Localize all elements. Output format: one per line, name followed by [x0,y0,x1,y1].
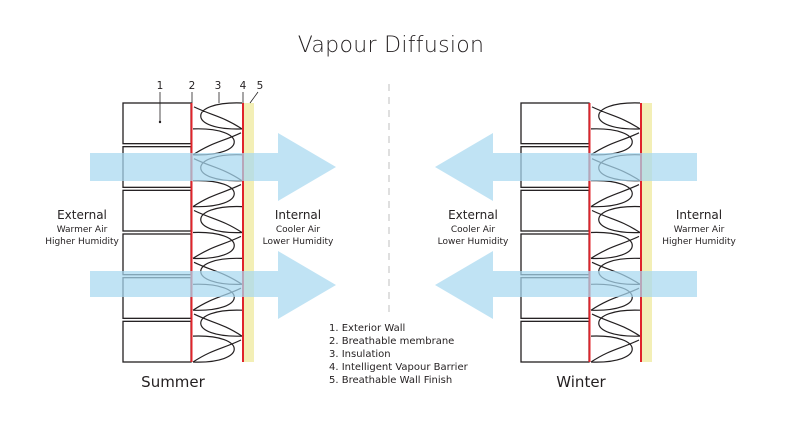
summer-external-line1: Warmer Air [57,225,108,235]
exterior-wall-brick [122,320,192,363]
legend-item-1: 1. Exterior Wall [329,323,405,334]
wall-finish-layer [642,103,652,362]
winter-arrow-top [435,133,697,201]
exterior-wall-brick [520,233,590,276]
callout-2: 2 [189,80,196,92]
summer-external-label: External Warmer Air Higher Humidity [45,208,119,247]
callout-1-dot [158,120,162,124]
winter-label: Winter [556,373,606,391]
wall-finish-layer [244,103,254,362]
exterior-wall-brick [122,233,192,276]
insulation-layer [590,102,641,363]
callout-4: 4 [240,80,247,92]
diagram-title: Vapour Diffusion [298,33,485,58]
winter-external-line1: Cooler Air [451,225,496,235]
callout-3: 3 [215,80,222,92]
legend-item-3: 3. Insulation [329,349,391,360]
summer-external-line2: Higher Humidity [45,237,119,247]
layer-legend: 1. Exterior Wall 2. Breathable membrane … [329,323,469,386]
summer-internal-line1: Cooler Air [276,225,321,235]
summer-internal-label: Internal Cooler Air Lower Humidity [263,208,334,247]
legend-item-5: 5. Breathable Wall Finish [329,375,452,386]
callout-5: 5 [257,80,264,92]
callout-1: 1 [157,80,164,92]
summer-label: Summer [141,373,205,391]
summer-internal-line2: Lower Humidity [263,237,334,247]
winter-wall [520,102,652,363]
summer-arrow-bottom [90,251,336,319]
legend-item-4: 4. Intelligent Vapour Barrier [329,362,469,373]
exterior-wall-brick [122,102,192,145]
winter-external-line2: Lower Humidity [438,237,509,247]
summer-arrow-top [90,133,336,201]
exterior-wall-brick [520,320,590,363]
winter-panel: External Cooler Air Lower Humidity Inter… [435,102,736,391]
summer-internal-heading: Internal [275,208,321,222]
winter-internal-label: Internal Warmer Air Higher Humidity [662,208,736,247]
winter-internal-line1: Warmer Air [674,225,725,235]
winter-external-label: External Cooler Air Lower Humidity [438,208,509,247]
exterior-wall-brick [520,102,590,145]
summer-external-heading: External [57,208,107,222]
winter-external-heading: External [448,208,498,222]
legend-item-2: 2. Breathable membrane [329,336,454,347]
callout-5-leader [249,91,259,104]
winter-internal-line2: Higher Humidity [662,237,736,247]
exterior-wall-brick [520,189,590,232]
summer-wall [122,102,254,363]
winter-arrow-bottom [435,251,697,319]
exterior-wall-brick [122,189,192,232]
summer-panel: 1 2 3 4 5 External Warmer Air Higher Hum… [45,80,336,391]
layer-callouts: 1 2 3 4 5 [157,80,264,124]
insulation-layer [192,102,243,363]
winter-internal-heading: Internal [676,208,722,222]
